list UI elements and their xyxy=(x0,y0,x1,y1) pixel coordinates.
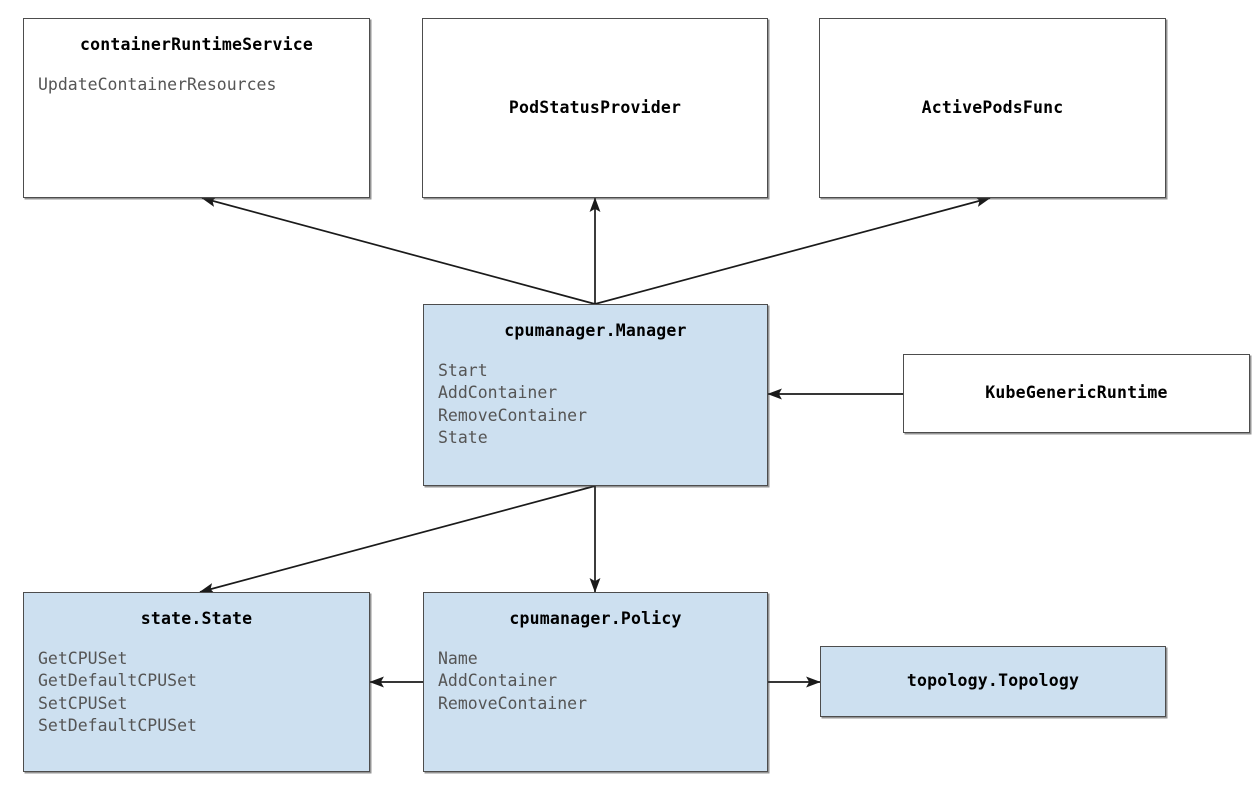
member-item: UpdateContainerResources xyxy=(38,74,277,94)
node-title: ActivePodsFunc xyxy=(921,97,1064,117)
node-members: UpdateContainerResources xyxy=(24,74,369,96)
node-title: cpumanager.Policy xyxy=(509,609,682,628)
node-title: topology.Topology xyxy=(906,671,1080,691)
node-title: state.State xyxy=(140,609,253,628)
node-title: containerRuntimeService xyxy=(79,35,314,54)
member-item: GetDefaultCPUSet xyxy=(38,671,197,691)
member-item: RemoveContainer xyxy=(438,693,588,713)
member-item: Start xyxy=(438,360,488,380)
member-item: GetCPUSet xyxy=(38,648,128,668)
member-item: Name xyxy=(438,648,478,668)
member-item: State xyxy=(438,427,488,447)
member-item: SetDefaultCPUSet xyxy=(38,715,197,735)
node-title: KubeGenericRuntime xyxy=(985,383,1168,403)
edge-manager-to-active-pods-func xyxy=(594,196,991,305)
node-title: PodStatusProvider xyxy=(508,97,682,117)
node-topology-topology[interactable]: topology.Topology xyxy=(820,646,1166,717)
node-active-pods-func[interactable]: ActivePodsFunc xyxy=(819,18,1166,198)
edge-manager-to-container-runtime-service xyxy=(201,196,596,305)
edge-manager-to-state-state xyxy=(199,485,596,594)
node-pod-status-provider[interactable]: PodStatusProvider xyxy=(422,18,768,198)
node-kube-generic-runtime[interactable]: KubeGenericRuntime xyxy=(903,354,1250,433)
node-title: cpumanager.Manager xyxy=(504,321,687,340)
member-item: AddContainer xyxy=(438,383,558,403)
member-item: SetCPUSet xyxy=(38,693,128,713)
member-item: RemoveContainer xyxy=(438,405,588,425)
member-item: AddContainer xyxy=(438,671,558,691)
